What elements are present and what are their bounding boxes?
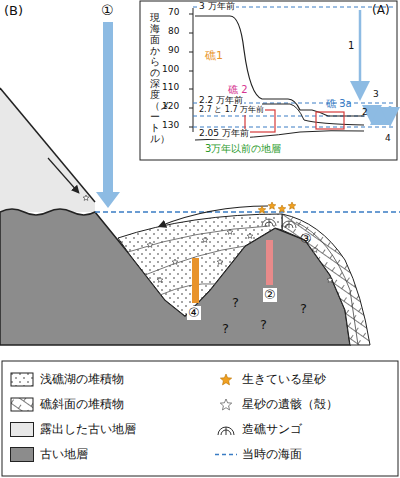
label: 3 xyxy=(373,90,379,100)
label: ? xyxy=(260,318,267,332)
label: 110 xyxy=(162,83,179,93)
legend-text: 浅礁湖の堆積物 xyxy=(40,373,124,386)
legend-symbol xyxy=(10,397,34,412)
label: (A) xyxy=(372,4,390,17)
label: 2.05 万年前 xyxy=(198,129,250,139)
label: ③ xyxy=(300,232,312,246)
legend-text: 生きている星砂 xyxy=(242,373,326,386)
label: ? xyxy=(300,302,307,316)
label: 2.7 と 1.7 万年前 xyxy=(198,106,265,115)
legend-symbol xyxy=(214,372,238,387)
label: (B) xyxy=(4,4,23,18)
legend-text: 礁斜面の堆積物 xyxy=(40,398,124,411)
label: ? xyxy=(222,322,229,336)
label: 80 xyxy=(168,27,179,37)
legend-symbol xyxy=(10,372,34,387)
axis-title: 現海面からの深度（メートル） xyxy=(150,12,160,144)
legend-text: 造礁サンゴ xyxy=(242,423,302,436)
legend-swatch xyxy=(10,422,34,437)
label: ① xyxy=(100,3,115,18)
legend-text: 当時の海面 xyxy=(242,448,302,461)
legend-text: 露出した古い地層 xyxy=(40,423,136,436)
label: 100 xyxy=(162,65,179,75)
label: 130 xyxy=(162,121,179,131)
legend-swatch xyxy=(10,447,34,462)
label: 2.2 万年前 xyxy=(198,96,244,106)
label: ? xyxy=(232,296,239,310)
label: 3万年以前の地層 xyxy=(205,143,281,154)
label: 4 xyxy=(385,134,391,144)
label: 120 xyxy=(162,102,179,112)
legend-text: 古い地層 xyxy=(40,448,88,461)
label: 1 xyxy=(348,40,354,51)
legend-text: 星砂の遺骸（殻） xyxy=(242,398,338,411)
label: 礁 3a xyxy=(326,98,352,109)
label: 90 xyxy=(168,46,179,56)
label: 70 xyxy=(168,8,179,18)
legend-symbol xyxy=(214,447,238,462)
label: 3 万年前 xyxy=(198,2,236,12)
legend-symbol xyxy=(214,422,238,437)
label: ④ xyxy=(187,306,201,320)
legend-symbol xyxy=(214,397,238,412)
label: 礁 2 xyxy=(228,84,248,95)
label: 2 xyxy=(362,108,368,118)
label: 礁1 xyxy=(205,50,223,62)
label: ② xyxy=(263,288,277,302)
